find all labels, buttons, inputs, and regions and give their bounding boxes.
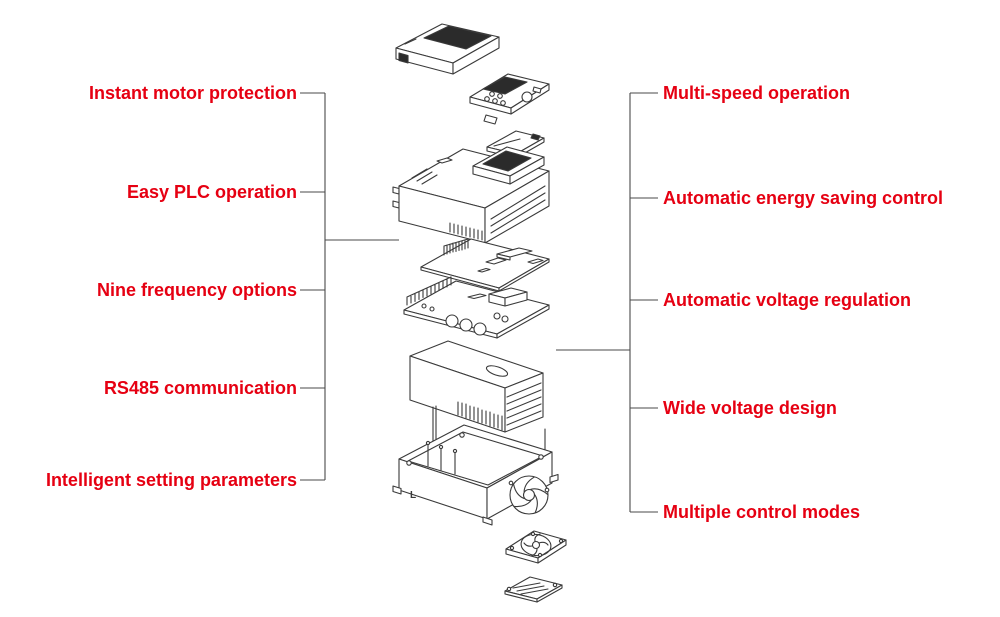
keypad-part	[469, 73, 550, 125]
bottom-plate-part	[504, 576, 563, 603]
housing-l-marking: L	[410, 490, 416, 501]
main-housing-part	[392, 146, 550, 244]
callout-lines-right	[556, 92, 658, 513]
device-drawing: L	[392, 23, 567, 603]
feature-automatic-voltage-regulation: Automatic voltage regulation	[663, 290, 912, 310]
top-cover-part	[395, 23, 500, 75]
callout-lines-left	[300, 92, 399, 481]
feature-rs485-communication: RS485 communication	[103, 378, 297, 398]
power-board-part	[403, 276, 550, 339]
bottom-housing-part: L	[392, 405, 559, 526]
feature-easy-plc-operation: Easy PLC operation	[126, 182, 297, 202]
feature-nine-frequency-options: Nine frequency options	[96, 280, 297, 300]
feature-intelligent-setting-parameters: Intelligent setting parameters	[45, 470, 297, 490]
cooling-fan-part	[505, 530, 567, 564]
feature-automatic-energy-saving-control: Automatic energy saving control	[663, 188, 944, 208]
feature-multi-speed-operation: Multi-speed operation	[663, 83, 851, 103]
control-board-part	[420, 238, 550, 292]
feature-instant-motor-protection: Instant motor protection	[89, 83, 297, 103]
filter-block-part	[409, 340, 544, 433]
feature-multiple-control-modes: Multiple control modes	[663, 502, 861, 522]
feature-wide-voltage-design: Wide voltage design	[663, 398, 837, 418]
